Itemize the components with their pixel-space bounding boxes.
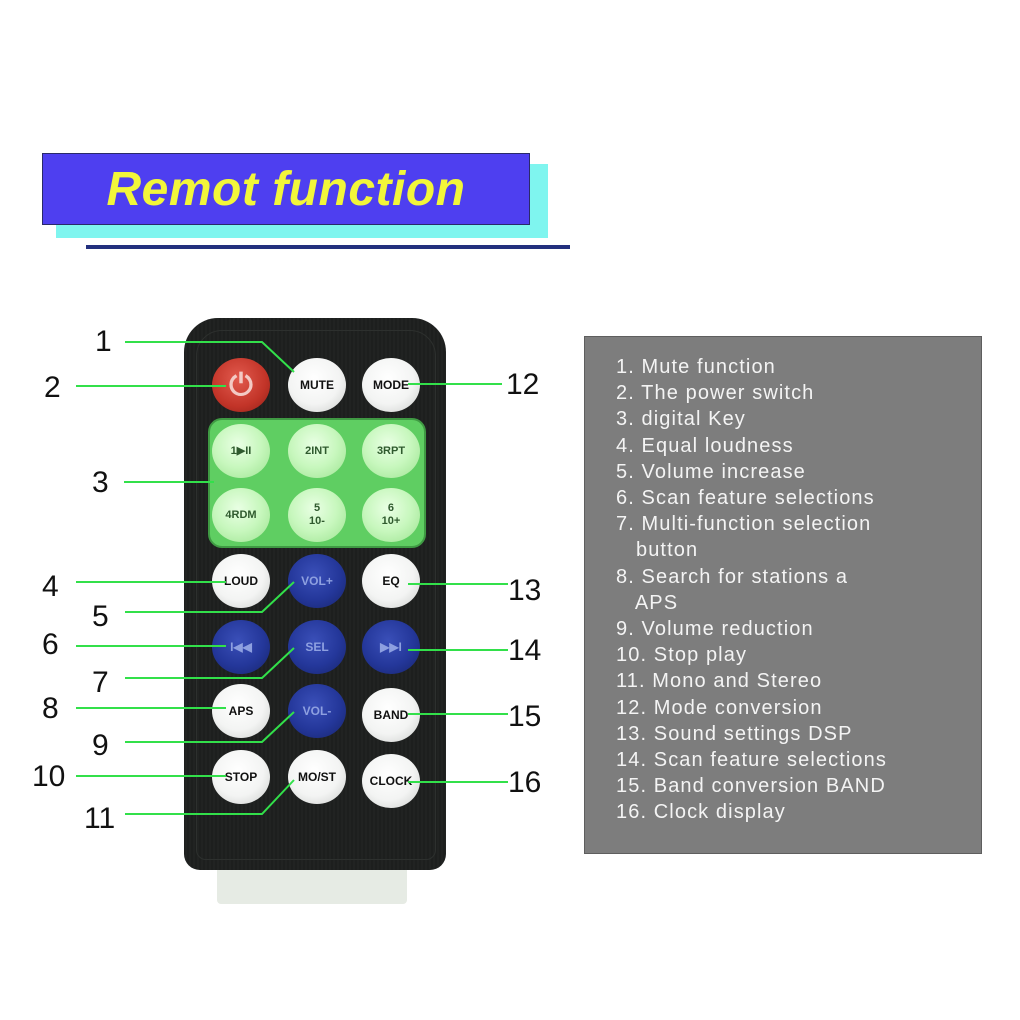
callout-10: 10 <box>32 760 66 793</box>
key-4-rdm-button[interactable]: 4RDM <box>212 488 270 542</box>
callout-15: 15 <box>508 700 542 733</box>
legend-item-13: 13. Sound settings DSP <box>616 722 853 745</box>
callout-16: 16 <box>508 766 542 799</box>
legend-item-12: 12. Mode conversion <box>616 696 823 719</box>
legend-item-11: 11. Mono and Stereo <box>616 670 823 693</box>
callout-line-11 <box>125 779 295 815</box>
key-6-button[interactable]: 6 10+ <box>362 488 420 542</box>
callout-1: 1 <box>95 325 112 358</box>
callout-6: 6 <box>42 628 59 661</box>
callout-line-1 <box>125 341 295 373</box>
callout-line-7 <box>125 647 295 679</box>
callout-13: 13 <box>508 574 542 607</box>
legend-item-15: 15. Band conversion BAND <box>616 775 886 798</box>
legend-item-7-cont: button <box>616 539 699 562</box>
key-2-int-button[interactable]: 2INT <box>288 424 346 478</box>
eq-button[interactable]: EQ <box>362 554 420 608</box>
callout-line-9 <box>125 711 295 743</box>
callout-11: 11 <box>84 802 116 835</box>
callout-5: 5 <box>92 600 109 633</box>
legend-item-10: 10. Stop play <box>616 644 748 667</box>
title-banner <box>42 153 530 225</box>
legend-item-6: 6. Scan feature selections <box>616 487 875 510</box>
legend-item-14: 14. Scan feature selections <box>616 749 887 772</box>
legend-item-16: 16. Clock display <box>616 801 786 824</box>
key-3-rpt-button[interactable]: 3RPT <box>362 424 420 478</box>
legend-item-2: 2. The power switch <box>616 382 815 405</box>
next-button[interactable]: ▶▶I <box>362 620 420 674</box>
key-1-play-pause-button[interactable]: 1▶II <box>212 424 270 478</box>
volume-up-button[interactable]: VOL+ <box>288 554 346 608</box>
legend-item-9: 9. Volume reduction <box>616 618 814 641</box>
select-button[interactable]: SEL <box>288 620 346 674</box>
key-5-button[interactable]: 5 10- <box>288 488 346 542</box>
page-title: Remot function <box>106 162 466 216</box>
power-button[interactable]: ⏻ <box>212 358 270 412</box>
legend-item-8-cont: APS <box>616 591 679 614</box>
legend-item-7: 7. Multi-function selection <box>616 513 872 536</box>
mute-button[interactable]: MUTE <box>288 358 346 412</box>
callout-2: 2 <box>44 371 61 404</box>
title-underline <box>86 245 570 249</box>
remote-control-inner-edge <box>196 330 436 860</box>
mono-stereo-button[interactable]: MO/ST <box>288 750 346 804</box>
aps-button[interactable]: APS <box>212 684 270 738</box>
legend-panel <box>584 336 982 854</box>
callout-8: 8 <box>42 692 59 725</box>
legend-item-5: 5. Volume increase <box>616 460 806 483</box>
legend-item-4: 4. Equal loudness <box>616 434 794 457</box>
callout-12: 12 <box>506 368 540 401</box>
legend-list: 1. Mute function 2. The power switch 3. … <box>616 354 978 826</box>
legend-item-1: 1. Mute function <box>616 356 776 378</box>
callout-3: 3 <box>92 466 109 499</box>
callout-9: 9 <box>92 729 109 762</box>
callout-7: 7 <box>92 666 109 699</box>
legend-item-8: 8. Search for stations a <box>616 565 849 588</box>
volume-down-button[interactable]: VOL- <box>288 684 346 738</box>
callout-line-5 <box>125 581 295 613</box>
band-button[interactable]: BAND <box>362 688 420 742</box>
callout-4: 4 <box>42 570 59 603</box>
callout-14: 14 <box>508 634 542 667</box>
legend-item-3: 3. digital Key <box>616 408 746 431</box>
